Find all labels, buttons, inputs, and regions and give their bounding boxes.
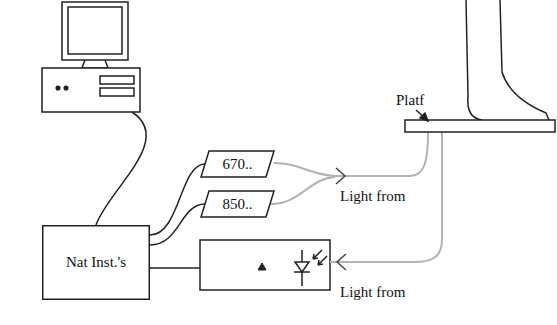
- light-source: 850..: [200, 190, 275, 218]
- foot-drawing: [405, 0, 555, 132]
- optical-fibre: [271, 132, 442, 262]
- light-arrow: [336, 168, 346, 270]
- light-source: 670..: [200, 150, 275, 178]
- signal-wire: [150, 204, 205, 245]
- part-label: Platf: [396, 92, 424, 109]
- daq-box: Nat Inst.'s: [42, 225, 150, 300]
- node-text: 670..: [223, 156, 253, 173]
- node-text: 850..: [223, 196, 253, 213]
- node-text: Nat Inst.'s: [66, 254, 126, 271]
- computer-icon: [42, 2, 146, 225]
- detector-box: [150, 240, 330, 290]
- leader-arrow: [416, 110, 428, 121]
- signal-label: Light from: [340, 284, 405, 301]
- signal-label: Light from: [340, 188, 405, 205]
- signal-wire: [150, 164, 205, 235]
